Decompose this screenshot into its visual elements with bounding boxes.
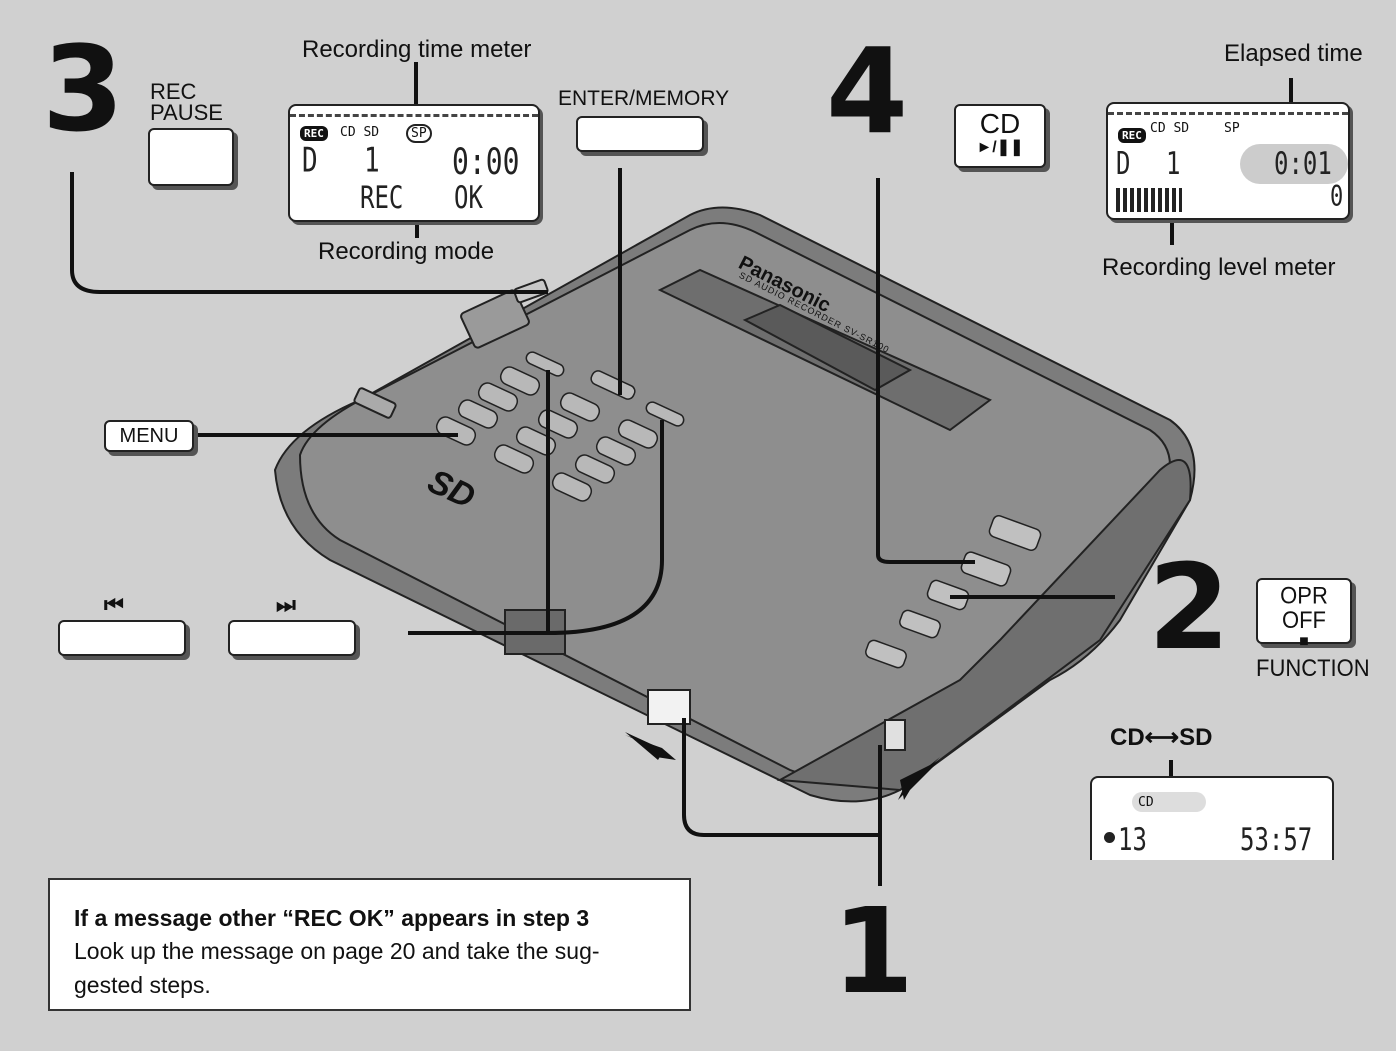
arrows (625, 732, 940, 800)
rec-pause-label: REC PAUSE (150, 79, 223, 125)
lcd-recording: REC CD SD SP D 1 0:00 REC OK (288, 104, 540, 222)
time-meter-bar (290, 114, 538, 117)
stop-icon: ■ (1299, 633, 1309, 650)
cd-play-button[interactable]: CD ►/❚❚ (954, 104, 1046, 168)
elapsed-highlight (1240, 144, 1348, 184)
play-pause-icon: ►/❚❚ (976, 139, 1024, 156)
step-3-number: 3 (42, 20, 125, 158)
track-number: 1 (1166, 145, 1181, 182)
level-meter-bars (1116, 188, 1182, 212)
cd-play-label: CD (979, 108, 1021, 139)
track-number: 1 (364, 141, 380, 181)
time-meter-bar (1108, 112, 1348, 115)
elapsed-time-display: 0:01 (1274, 145, 1332, 182)
function-label: FUNCTION (1256, 653, 1370, 682)
step-1-number: 1 (832, 882, 915, 1020)
opr-off-button[interactable]: OPR OFF ■ (1256, 578, 1352, 650)
step-2-number: 2 (1148, 538, 1231, 676)
disc-indicator: D (1116, 145, 1131, 182)
skip-forward-button[interactable] (228, 620, 356, 656)
level-meter-end: 0 (1330, 181, 1344, 214)
mode-indicator: SP (1224, 121, 1240, 136)
time-display: 0:00 (452, 140, 520, 183)
elapsed-time-label: Elapsed time (1224, 40, 1363, 67)
rec-pause-button[interactable] (148, 128, 234, 186)
skip-back-button[interactable] (58, 620, 186, 656)
cd-sd-switch-label: CD⟷SD (1110, 724, 1213, 751)
skip-back-icon: ⏮ (104, 592, 124, 617)
rec-badge: REC (1118, 128, 1146, 143)
message-note: If a message other “REC OK” appears in s… (48, 878, 691, 1011)
disc-dot-icon (1104, 832, 1115, 843)
recording-mode-indicator: SP (406, 124, 432, 143)
note-body: Look up the message on page 20 and take … (74, 938, 600, 998)
enter-memory-label: ENTER/MEMORY (558, 87, 730, 110)
cd-source-indicator: CD (1138, 795, 1154, 810)
status-ok: OK (454, 179, 483, 216)
status-rec: REC (360, 179, 404, 216)
source-indicator: CD SD (340, 125, 380, 140)
note-title: If a message other “REC OK” appears in s… (74, 905, 590, 931)
cd-highlight (1132, 792, 1206, 812)
source-indicator: CD SD (1150, 121, 1190, 136)
opr-off-label: OPR OFF (1280, 581, 1328, 634)
cd-track-count: 13 (1118, 821, 1147, 858)
enter-memory-button[interactable] (576, 116, 704, 152)
step-4-number: 4 (826, 22, 909, 160)
skip-forward-icon: ⏭ (276, 592, 296, 617)
lcd-elapsed: REC CD SD SP D 1 0:01 0 (1106, 102, 1350, 220)
recording-mode-label: Recording mode (318, 238, 495, 265)
lcd-cd: CD 13 53:57 (1090, 776, 1334, 860)
recording-time-meter-label: Recording time meter (302, 36, 532, 63)
cd-total-time: 53:57 (1240, 821, 1313, 858)
recording-level-meter-label: Recording level meter (1102, 254, 1336, 281)
recorder-body (273, 206, 1196, 803)
rec-badge: REC (300, 126, 328, 141)
disc-indicator: D (302, 141, 318, 181)
menu-button[interactable]: MENU (104, 420, 194, 452)
